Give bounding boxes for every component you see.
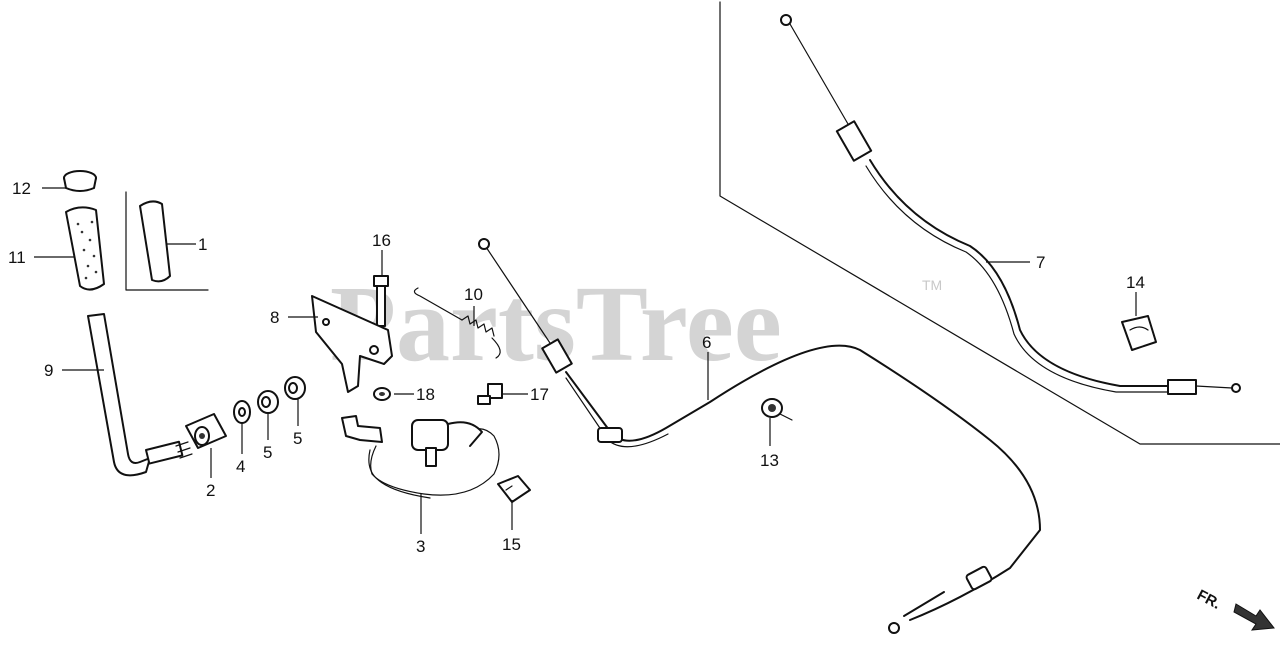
callout-7: 7 xyxy=(1036,253,1045,272)
callout-12: 12 xyxy=(12,179,31,198)
callout-16: 16 xyxy=(372,231,391,250)
watermark-trademark: TM xyxy=(922,277,942,293)
callout-6: 6 xyxy=(702,333,711,352)
part-15-clip[interactable] xyxy=(497,475,531,503)
part-4-washer[interactable] xyxy=(233,400,251,424)
callout-3: 3 xyxy=(416,537,425,556)
front-direction-indicator: FR. xyxy=(1194,587,1275,631)
callout-14: 14 xyxy=(1126,273,1145,292)
part-18-nut[interactable] xyxy=(373,387,391,401)
inset-boundary-right xyxy=(719,1,1280,445)
part-7-choke-cable[interactable] xyxy=(780,14,1241,395)
part-5-collar-b[interactable] xyxy=(284,376,306,400)
part-8-bracket[interactable] xyxy=(311,295,393,393)
part-1-grip[interactable] xyxy=(139,200,171,283)
callout-2: 2 xyxy=(206,481,215,500)
part-14-clip[interactable] xyxy=(1121,315,1157,351)
callout-1: 1 xyxy=(198,235,207,254)
part-12-cap[interactable] xyxy=(63,170,97,192)
callout-9: 9 xyxy=(44,361,53,380)
part-3-switch-harness[interactable] xyxy=(341,415,500,499)
callout-17: 17 xyxy=(530,385,549,404)
part-10-spring[interactable] xyxy=(413,287,501,359)
callout-15: 15 xyxy=(502,535,521,554)
callout-18: 18 xyxy=(416,385,435,404)
callout-10: 10 xyxy=(464,285,483,304)
part-9-lever-rod[interactable] xyxy=(87,313,193,477)
part-16-bolt[interactable] xyxy=(373,275,389,327)
part-2-bushing[interactable] xyxy=(185,413,227,449)
callout-8: 8 xyxy=(270,308,279,327)
callout-11: 11 xyxy=(8,248,26,267)
part-11-knob[interactable] xyxy=(65,206,105,291)
callout-13: 13 xyxy=(760,451,779,470)
front-arrow-icon xyxy=(1233,603,1275,631)
callout-5b: 5 xyxy=(293,429,302,448)
part-13-cable-clamp[interactable] xyxy=(761,398,793,421)
part-6-throttle-cable[interactable] xyxy=(478,238,1041,634)
callout-4: 4 xyxy=(236,457,245,476)
part-17-screw[interactable] xyxy=(477,383,503,405)
front-label: FR. xyxy=(1194,587,1223,613)
callout-5a: 5 xyxy=(263,443,272,462)
inset-bracket-left xyxy=(125,191,209,291)
part-5-collar-a[interactable] xyxy=(257,390,279,414)
